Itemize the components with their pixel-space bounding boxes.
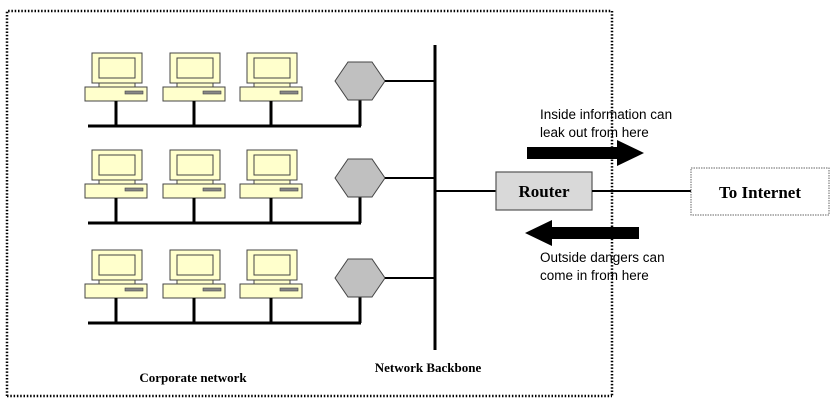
lan-segment-3 [84, 249, 435, 325]
computer-icon [162, 149, 226, 223]
computer-icon [162, 52, 226, 126]
monitor-stand [176, 179, 214, 185]
drive-slot [202, 287, 222, 292]
monitor-screen [176, 254, 214, 276]
internet-box [690, 167, 830, 216]
outbound-note-line-1: Inside information can [540, 107, 672, 122]
monitor-screen [98, 154, 136, 176]
monitor-stand [98, 82, 136, 88]
drive-slot [124, 187, 144, 192]
lan-segment-2 [84, 149, 435, 225]
monitor-stand [253, 279, 291, 285]
drive-slot [124, 90, 144, 95]
drive-slot [279, 90, 299, 95]
monitor-stand [176, 82, 214, 88]
monitor-screen [253, 254, 291, 276]
computer-icon [162, 249, 226, 323]
computer-icon [84, 149, 148, 223]
drive-slot [202, 90, 222, 95]
lan-segment-1 [84, 52, 435, 128]
outbound-note-line-2: leak out from here [540, 125, 649, 140]
drive-slot [279, 287, 299, 292]
corporate-network-boundary [5, 9, 614, 396]
monitor-stand [253, 82, 291, 88]
backbone-label: Network Backbone [375, 360, 482, 375]
inbound-note-line-1: Outside dangers can [540, 250, 665, 265]
monitor-screen [253, 57, 291, 79]
computer-icon [239, 249, 303, 323]
drive-slot [202, 187, 222, 192]
router-box [495, 171, 593, 211]
drive-slot [279, 187, 299, 192]
arrow-left-icon [525, 220, 639, 246]
inbound-note-line-2: come in from here [540, 268, 649, 283]
computer-icon [239, 52, 303, 126]
monitor-stand [253, 179, 291, 185]
arrow-right-icon [527, 140, 644, 166]
monitor-stand [98, 179, 136, 185]
monitor-screen [253, 154, 291, 176]
monitor-stand [176, 279, 214, 285]
computer-icon [84, 249, 148, 323]
monitor-screen [176, 154, 214, 176]
computer-icon [239, 149, 303, 223]
hub-icon [334, 258, 386, 298]
router-label: Router [519, 182, 570, 201]
drive-slot [124, 287, 144, 292]
internet-label: To Internet [719, 183, 801, 202]
monitor-screen [176, 57, 214, 79]
corporate-network-label: Corporate network [139, 370, 247, 385]
hub-icon [334, 158, 386, 198]
monitor-stand [98, 279, 136, 285]
computer-icon [84, 52, 148, 126]
monitor-screen [98, 57, 136, 79]
hub-icon [334, 61, 386, 101]
monitor-screen [98, 254, 136, 276]
